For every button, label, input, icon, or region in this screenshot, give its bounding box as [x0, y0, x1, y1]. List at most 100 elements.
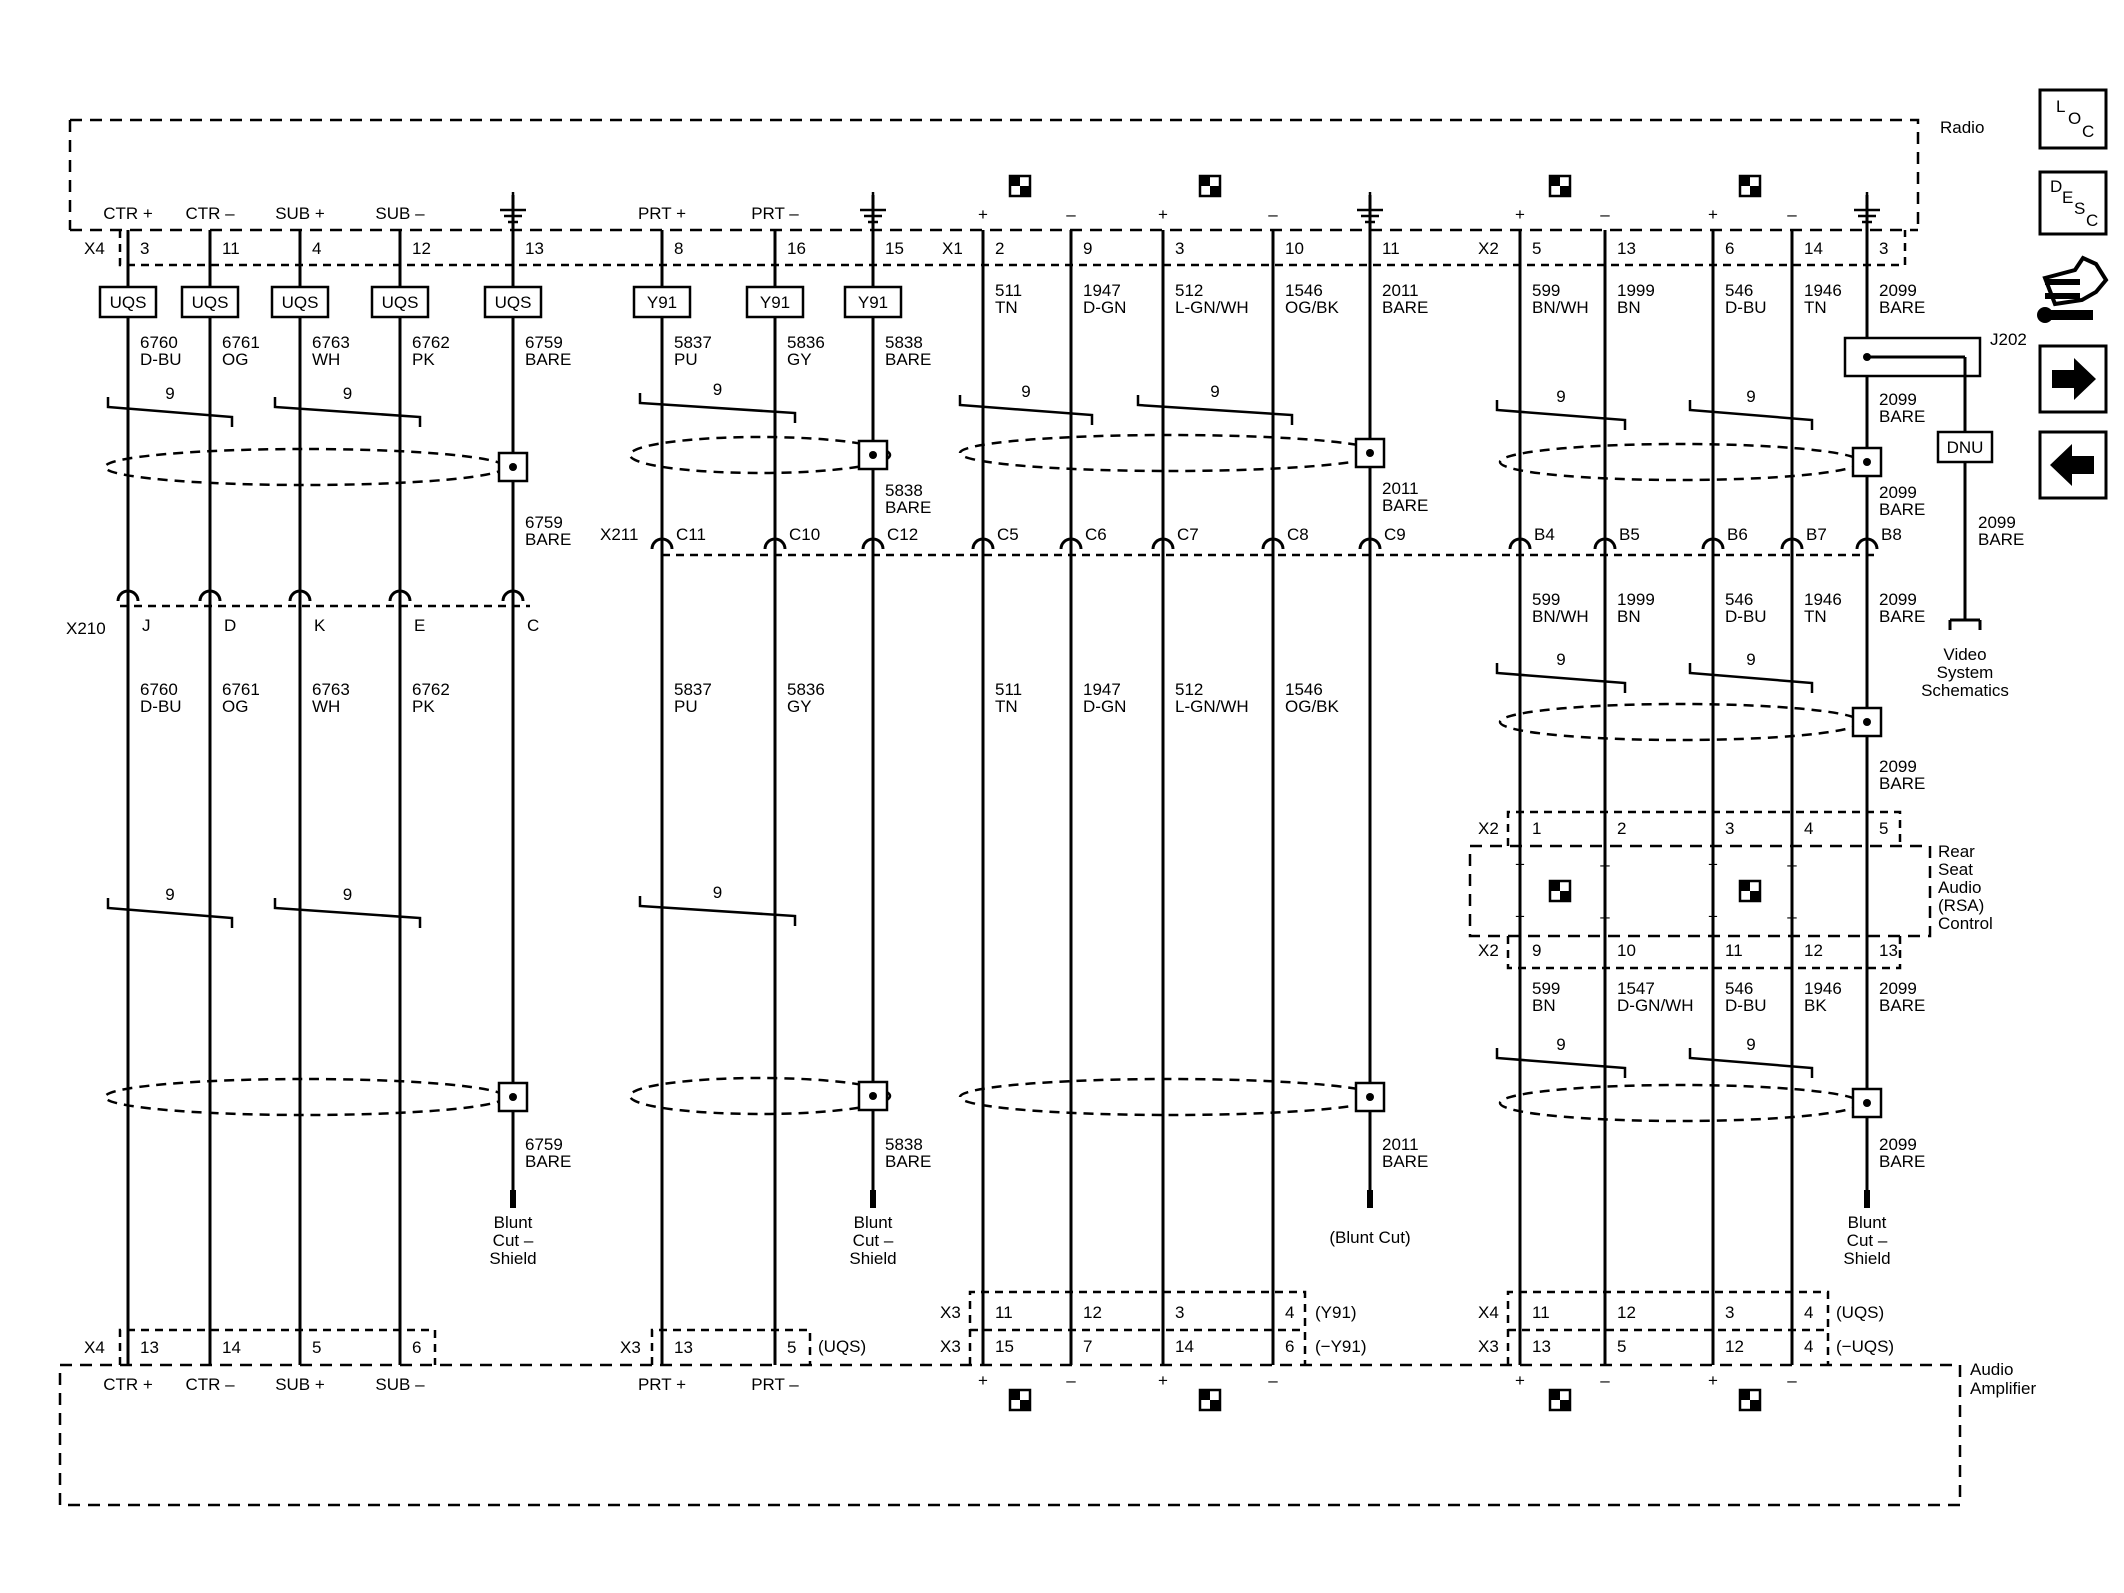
twist-count: 9 — [713, 380, 722, 399]
twist-count: 9 — [1746, 387, 1755, 406]
blunt-cut-shield-2a: Blunt — [854, 1213, 893, 1232]
loc-letter-o: O — [2068, 109, 2081, 128]
x210-pin: D — [224, 616, 236, 635]
top-pin-6: 6 — [1725, 239, 1734, 258]
bottom-pin-a: 4 — [1285, 1303, 1294, 1322]
top-pin-11: 11 — [222, 239, 240, 258]
circuit-color: WH — [312, 697, 340, 716]
x210-pin: J — [142, 616, 151, 635]
circuit-color: BN — [1532, 996, 1556, 1015]
circuit-number: 1946 — [1804, 979, 1842, 998]
twist-count: 9 — [1210, 382, 1219, 401]
circuit-color: BN/WH — [1532, 298, 1589, 317]
bottom-pin-a: 12 — [1083, 1303, 1102, 1322]
uqs-note: (UQS) — [1836, 1303, 1884, 1322]
bottom-pin-a: 11 — [1532, 1303, 1550, 1322]
sign: – — [1600, 1371, 1610, 1390]
radio-pin-labels: CTR + CTR – SUB + SUB – PRT + PRT – — [103, 204, 799, 223]
rsa-module — [1468, 844, 1932, 938]
circuit-color: WH — [312, 350, 340, 369]
j202-label: J202 — [1990, 330, 2027, 349]
prev-button[interactable] — [2038, 430, 2108, 500]
sign: + — [978, 205, 988, 224]
option-label: Y91 — [760, 293, 790, 312]
circuit-number: 2099 — [1879, 281, 1917, 300]
sign: – — [1268, 1371, 1278, 1390]
circuit-number: 6761 — [222, 333, 260, 352]
radio-ctr-plus: CTR + — [103, 204, 153, 223]
circuit-color: PU — [674, 350, 698, 369]
desc-button[interactable]: D E S C — [2038, 170, 2108, 236]
x211-pin: C6 — [1085, 525, 1107, 544]
blunt-cut-shield-1b: Cut – — [493, 1231, 534, 1250]
circuit-color: D-GN/WH — [1617, 996, 1693, 1015]
tools-icon[interactable] — [2037, 255, 2109, 323]
rsa-label-1: Rear — [1938, 842, 1975, 861]
sign: – — [1600, 855, 1610, 874]
circuit-color: BARE — [1382, 298, 1428, 317]
arrow-left-icon — [2050, 444, 2094, 486]
rsa-in-pin: 2 — [1617, 819, 1626, 838]
rsa-in-pin: 4 — [1804, 819, 1813, 838]
circuit-color: D-BU — [140, 697, 182, 716]
radio-sub-plus: SUB + — [275, 204, 325, 223]
circuit-number: 1946 — [1804, 281, 1842, 300]
rsa-out-pin: 9 — [1532, 941, 1541, 960]
circuit-color: D-BU — [1725, 607, 1767, 626]
circuit-number: 6761 — [222, 680, 260, 699]
bottom-pin-a: 12 — [1617, 1303, 1636, 1322]
loc-button[interactable]: L O C — [2038, 88, 2108, 150]
desc-letter-d: D — [2050, 177, 2062, 196]
wire-layer — [98, 174, 1883, 1412]
drain-circuit: 2099 — [1879, 390, 1917, 409]
blunt-stub — [510, 1190, 516, 1208]
circuit-color: TN — [995, 298, 1018, 317]
bottom-pin-b: 15 — [995, 1337, 1014, 1356]
circuit-number: 1546 — [1285, 680, 1323, 699]
drain-color: BARE — [1382, 1152, 1428, 1171]
circuit-number: 1546 — [1285, 281, 1323, 300]
twist-mark — [1688, 400, 1814, 430]
radio-module — [68, 118, 1920, 232]
option-label: Y91 — [858, 293, 888, 312]
twist-mark — [638, 896, 797, 926]
top-pin-3: 3 — [1175, 239, 1184, 258]
circuit-color: BK — [1804, 996, 1827, 1015]
circuit-color: D-GN — [1083, 298, 1126, 317]
circuit-number: 6760 — [140, 333, 178, 352]
drain-color: BARE — [1382, 496, 1428, 515]
top-pin-13: 13 — [1617, 239, 1636, 258]
next-button[interactable] — [2038, 344, 2108, 414]
top-pin-13: 13 — [525, 239, 544, 258]
desc-letter-c: C — [2086, 211, 2098, 230]
twist-count: 9 — [713, 883, 722, 902]
blunt-cut-shield-1c: Shield — [489, 1249, 536, 1268]
sign: + — [1708, 907, 1718, 926]
amp-sub-minus: SUB – — [375, 1375, 425, 1394]
sign: + — [1515, 907, 1525, 926]
top-pin-8: 8 — [674, 239, 683, 258]
drain-circuit: 2099 — [1879, 1135, 1917, 1154]
circuit-color: OG/BK — [1285, 298, 1340, 317]
circuit-number: 2011 — [1382, 281, 1419, 300]
x211-pin: B5 — [1619, 525, 1640, 544]
sign: – — [1787, 907, 1797, 926]
video-note-2: System — [1937, 663, 1994, 682]
speaker-icon — [1008, 174, 1032, 198]
drain-circuit: 6759 — [525, 1135, 563, 1154]
shield-splice — [497, 451, 529, 483]
circuit-number: 5837 — [674, 680, 712, 699]
x211-pin: C8 — [1287, 525, 1309, 544]
bottom-pin-b: 6 — [1285, 1337, 1294, 1356]
x4-bot-label: X4 — [84, 1338, 105, 1357]
rsa-label-2: Seat — [1938, 860, 1973, 879]
circuit-color: BARE — [1879, 298, 1925, 317]
rsa-in-pin: 5 — [1879, 819, 1888, 838]
drain-circuit: 2099 — [1978, 513, 2016, 532]
drain-circuit: 2011 — [1382, 479, 1419, 498]
bottom-pin: 13 — [674, 1338, 693, 1357]
video-note-3: Schematics — [1921, 681, 2009, 700]
x3-mid-c-label: X3 — [1478, 1337, 1499, 1356]
circuit-color: BN — [1617, 298, 1641, 317]
